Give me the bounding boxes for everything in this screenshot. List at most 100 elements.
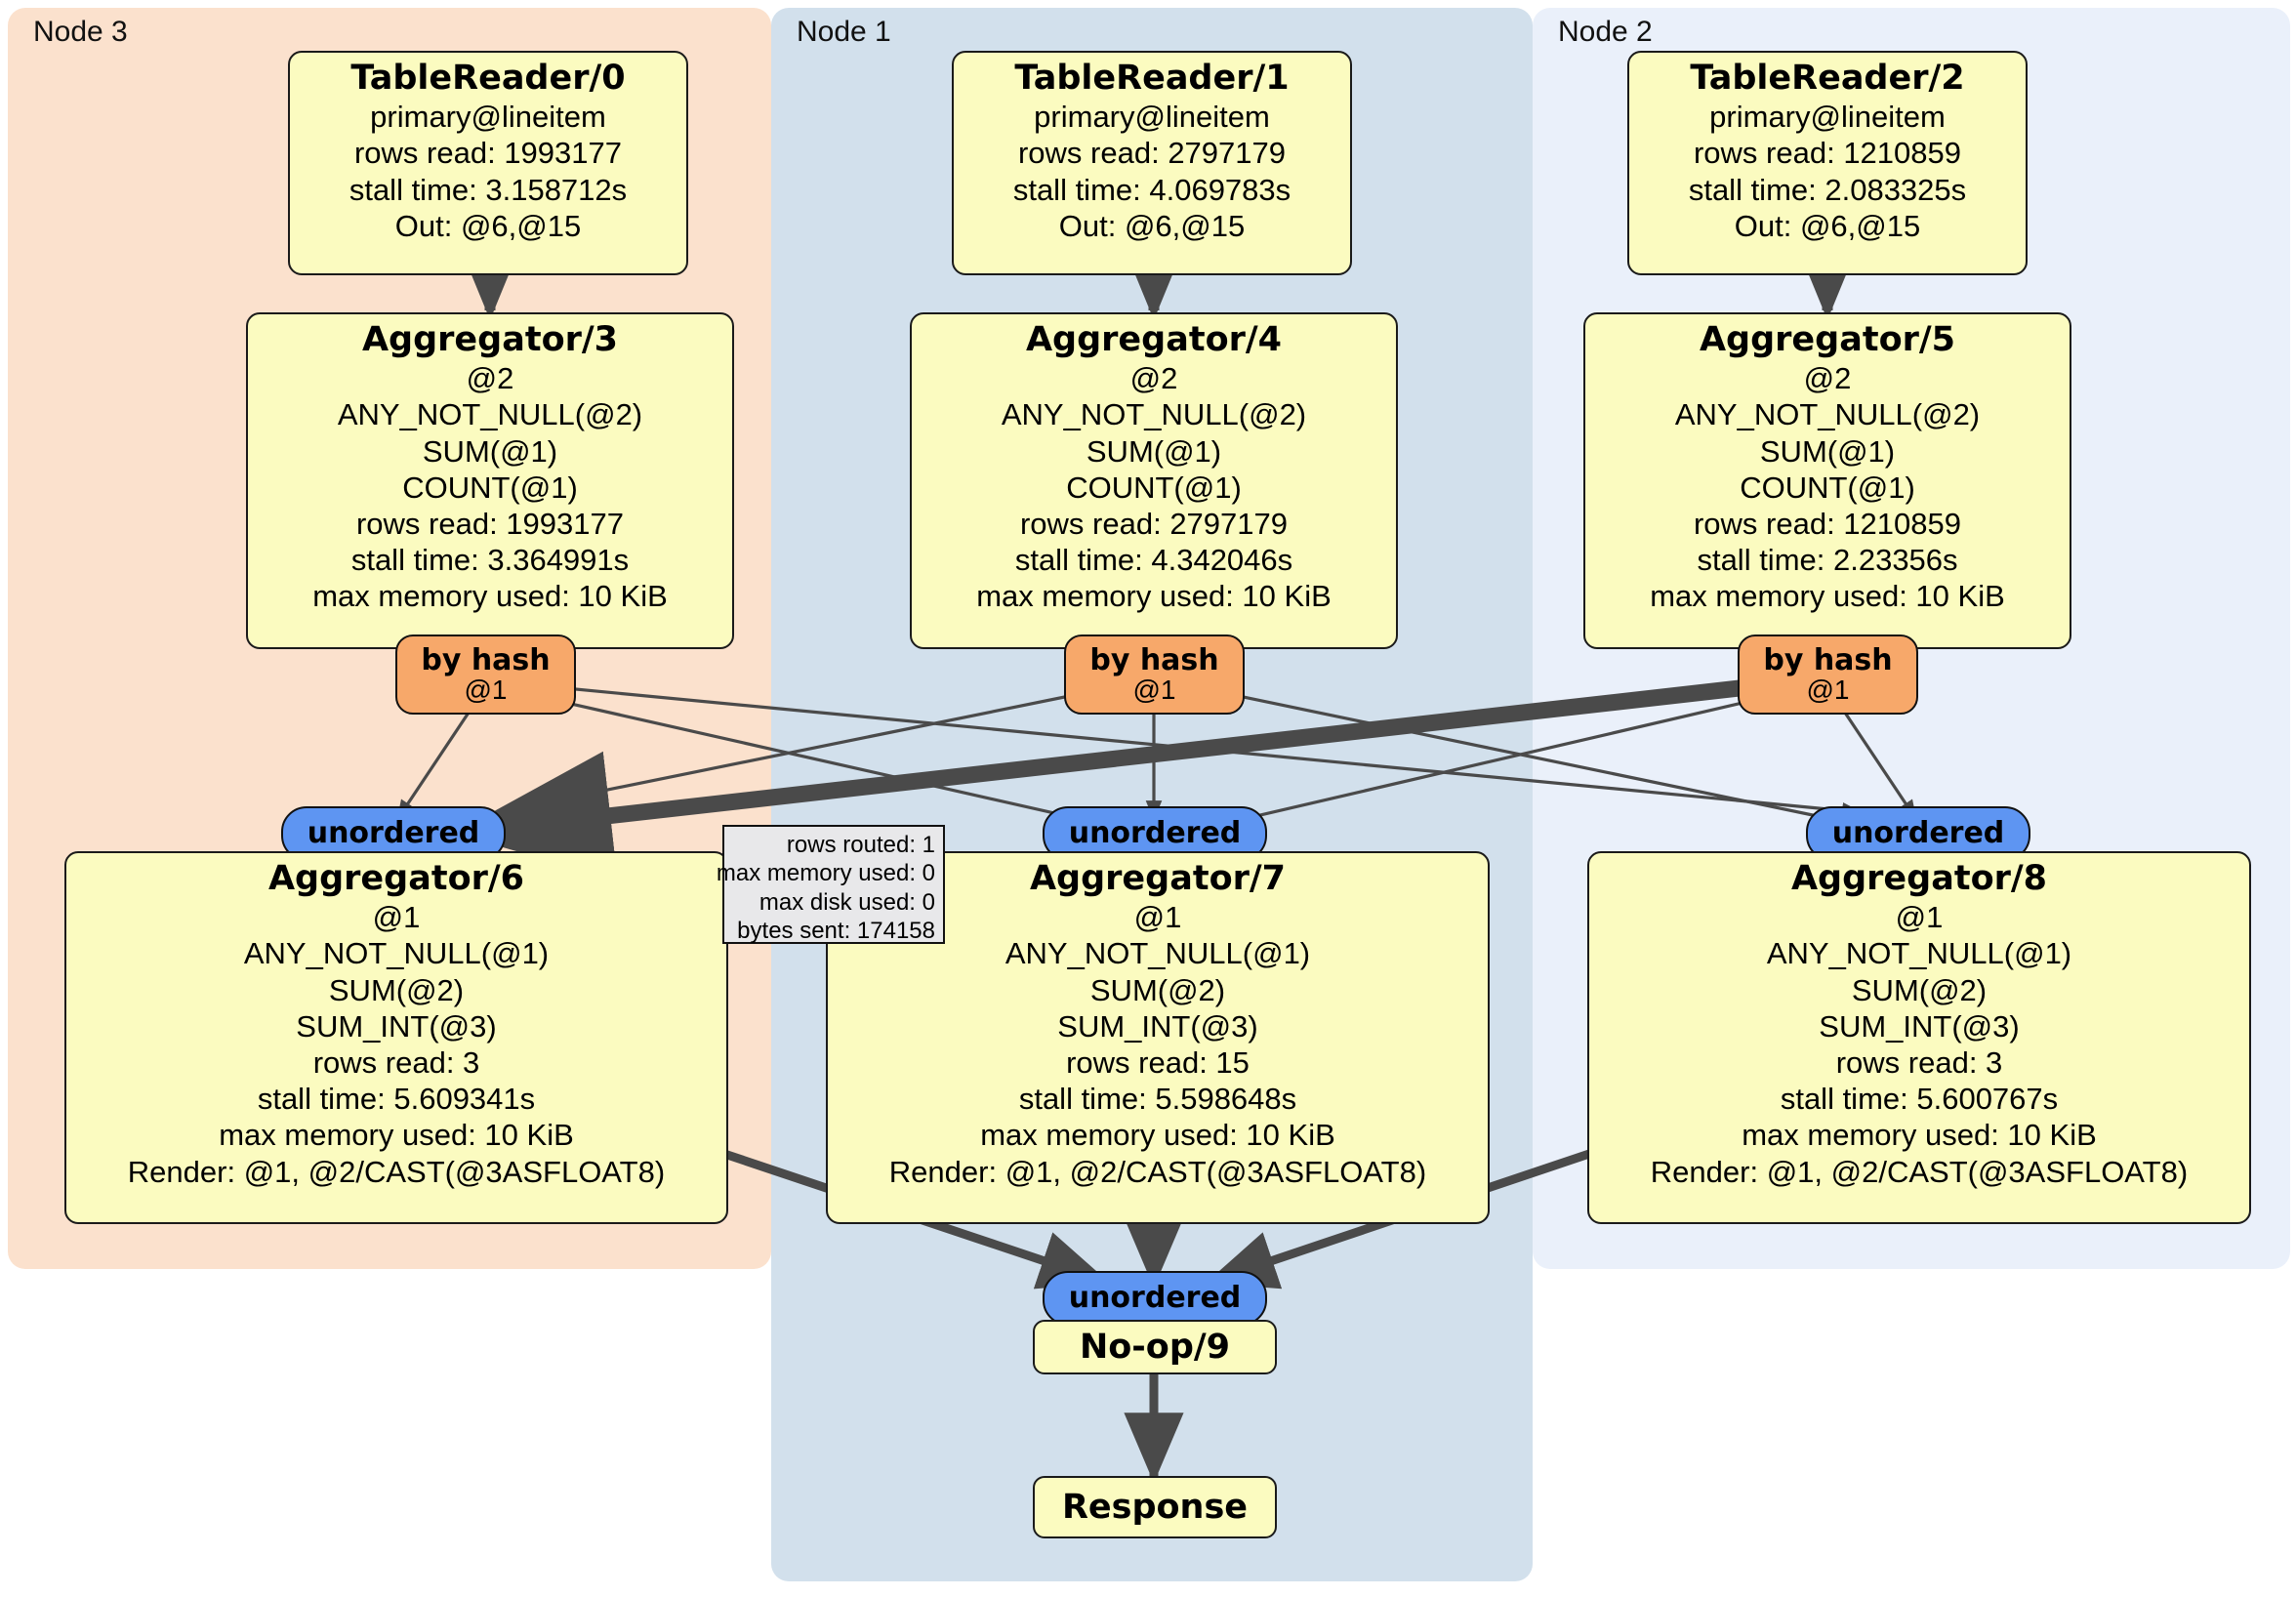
synchronizer-label: unordered: [1831, 816, 2005, 851]
node-line: SUM(@1): [422, 433, 558, 469]
node-line: SUM(@1): [1759, 433, 1896, 469]
node-response[interactable]: Response: [1033, 1476, 1277, 1538]
cluster-label-node-3: Node 3: [33, 16, 128, 48]
router-by-hash-3[interactable]: by hash @1: [395, 635, 576, 715]
node-line: SUM_INT(@3): [296, 1008, 497, 1044]
node-line: rows read: 2797179: [1019, 507, 1289, 542]
node-title: TableReader/0: [350, 59, 626, 98]
node-line: SUM(@1): [1086, 433, 1222, 469]
node-tablereader-1[interactable]: TableReader/1 primary@lineitem rows read…: [952, 51, 1352, 275]
node-line: SUM(@2): [1089, 972, 1226, 1007]
node-no-op-9[interactable]: No-op/9: [1033, 1320, 1277, 1374]
router-column: @1: [1132, 675, 1176, 706]
router-label: by hash: [421, 642, 551, 677]
node-line: @1: [372, 900, 421, 935]
node-line: stall time: 5.609341s: [257, 1082, 536, 1117]
node-title: TableReader/1: [1014, 59, 1290, 98]
node-line: COUNT(@1): [1066, 470, 1242, 505]
node-line: @2: [1129, 361, 1178, 396]
node-line: Render: @1, @2/CAST(@3ASFLOAT8): [1650, 1154, 2189, 1189]
tooltip-line: bytes sent: 174158: [737, 917, 935, 944]
node-line: max memory used: 10 KiB: [980, 1118, 1335, 1153]
router-label: by hash: [1089, 642, 1219, 677]
node-line: SUM_INT(@3): [1057, 1008, 1258, 1044]
router-column: @1: [1806, 675, 1850, 706]
node-line: max memory used: 10 KiB: [219, 1118, 574, 1153]
node-aggregator-6[interactable]: Aggregator/6 @1 ANY_NOT_NULL(@1) SUM(@2)…: [64, 851, 728, 1224]
node-line: max memory used: 10 KiB: [976, 579, 1332, 614]
node-line: Out: @6,@15: [1734, 208, 1921, 243]
node-line: stall time: 3.364991s: [350, 543, 630, 578]
node-line: @2: [1803, 361, 1852, 396]
synchronizer-unordered-noop[interactable]: unordered: [1043, 1271, 1267, 1326]
tooltip-line: max disk used: 0: [758, 888, 935, 916]
node-title: Aggregator/8: [1790, 859, 2048, 898]
node-line: ANY_NOT_NULL(@2): [1001, 397, 1307, 432]
node-line: max memory used: 10 KiB: [312, 579, 668, 614]
node-title: Aggregator/7: [1029, 859, 1287, 898]
router-by-hash-5[interactable]: by hash @1: [1738, 635, 1918, 715]
node-line: primary@lineitem: [370, 100, 606, 135]
node-line: Out: @6,@15: [394, 208, 582, 243]
node-line: ANY_NOT_NULL(@1): [1766, 936, 2072, 971]
node-line: ANY_NOT_NULL(@2): [337, 397, 643, 432]
edge-stats-tooltip: rows routed: 1 max memory used: 0 max di…: [717, 825, 945, 944]
node-title: TableReader/2: [1690, 59, 1965, 98]
synchronizer-label: unordered: [1068, 1281, 1242, 1316]
cluster-label-node-1: Node 1: [797, 16, 891, 48]
node-tablereader-0[interactable]: TableReader/0 primary@lineitem rows read…: [288, 51, 688, 275]
node-line: stall time: 2.083325s: [1688, 172, 1967, 207]
node-line: Render: @1, @2/CAST(@3ASFLOAT8): [888, 1154, 1427, 1189]
node-line: rows read: 2797179: [1017, 136, 1287, 171]
node-line: stall time: 5.600767s: [1780, 1082, 2059, 1117]
node-line: rows read: 1210859: [1693, 136, 1962, 171]
node-line: primary@lineitem: [1034, 100, 1270, 135]
router-label: by hash: [1763, 642, 1893, 677]
node-line: SUM(@2): [328, 972, 465, 1007]
node-line: stall time: 2.23356s: [1697, 543, 1958, 578]
node-line: @2: [466, 361, 514, 396]
node-line: @1: [1895, 900, 1944, 935]
router-by-hash-4[interactable]: by hash @1: [1064, 635, 1245, 715]
node-line: max memory used: 10 KiB: [1650, 579, 2005, 614]
node-line: COUNT(@1): [402, 470, 578, 505]
node-aggregator-8[interactable]: Aggregator/8 @1 ANY_NOT_NULL(@1) SUM(@2)…: [1587, 851, 2251, 1224]
node-line: rows read: 1210859: [1693, 507, 1962, 542]
node-line: rows read: 15: [1066, 1045, 1250, 1081]
node-line: SUM(@2): [1851, 972, 1988, 1007]
node-line: stall time: 4.342046s: [1014, 543, 1293, 578]
node-line: Out: @6,@15: [1058, 208, 1246, 243]
node-aggregator-4[interactable]: Aggregator/4 @2 ANY_NOT_NULL(@2) SUM(@1)…: [910, 312, 1398, 649]
node-line: @1: [1133, 900, 1182, 935]
synchronizer-label: unordered: [1068, 816, 1242, 851]
node-aggregator-5[interactable]: Aggregator/5 @2 ANY_NOT_NULL(@2) SUM(@1)…: [1583, 312, 2071, 649]
node-title: Aggregator/6: [267, 859, 525, 898]
tooltip-line: max memory used: 0: [716, 860, 935, 887]
node-line: rows read: 3: [1835, 1045, 2003, 1081]
node-line: SUM_INT(@3): [1819, 1008, 2020, 1044]
node-line: rows read: 1993177: [353, 136, 623, 171]
node-title: No-op/9: [1079, 1328, 1231, 1367]
node-aggregator-3[interactable]: Aggregator/3 @2 ANY_NOT_NULL(@2) SUM(@1)…: [246, 312, 734, 649]
node-tablereader-2[interactable]: TableReader/2 primary@lineitem rows read…: [1627, 51, 2028, 275]
node-line: stall time: 3.158712s: [348, 172, 628, 207]
node-line: COUNT(@1): [1740, 470, 1915, 505]
node-title: Aggregator/3: [361, 320, 619, 359]
node-line: rows read: 1993177: [355, 507, 625, 542]
node-line: ANY_NOT_NULL(@1): [243, 936, 550, 971]
node-line: Render: @1, @2/CAST(@3ASFLOAT8): [127, 1154, 666, 1189]
router-column: @1: [464, 675, 508, 706]
node-line: ANY_NOT_NULL(@1): [1004, 936, 1311, 971]
cluster-label-node-2: Node 2: [1558, 16, 1653, 48]
node-title: Aggregator/5: [1699, 320, 1956, 359]
node-line: stall time: 5.598648s: [1018, 1082, 1297, 1117]
tooltip-line: rows routed: 1: [786, 832, 935, 858]
node-title: Response: [1061, 1488, 1249, 1527]
node-line: stall time: 4.069783s: [1012, 172, 1292, 207]
synchronizer-label: unordered: [307, 816, 480, 851]
node-line: primary@lineitem: [1709, 100, 1946, 135]
node-title: Aggregator/4: [1025, 320, 1283, 359]
node-line: max memory used: 10 KiB: [1742, 1118, 2097, 1153]
node-line: rows read: 3: [312, 1045, 480, 1081]
